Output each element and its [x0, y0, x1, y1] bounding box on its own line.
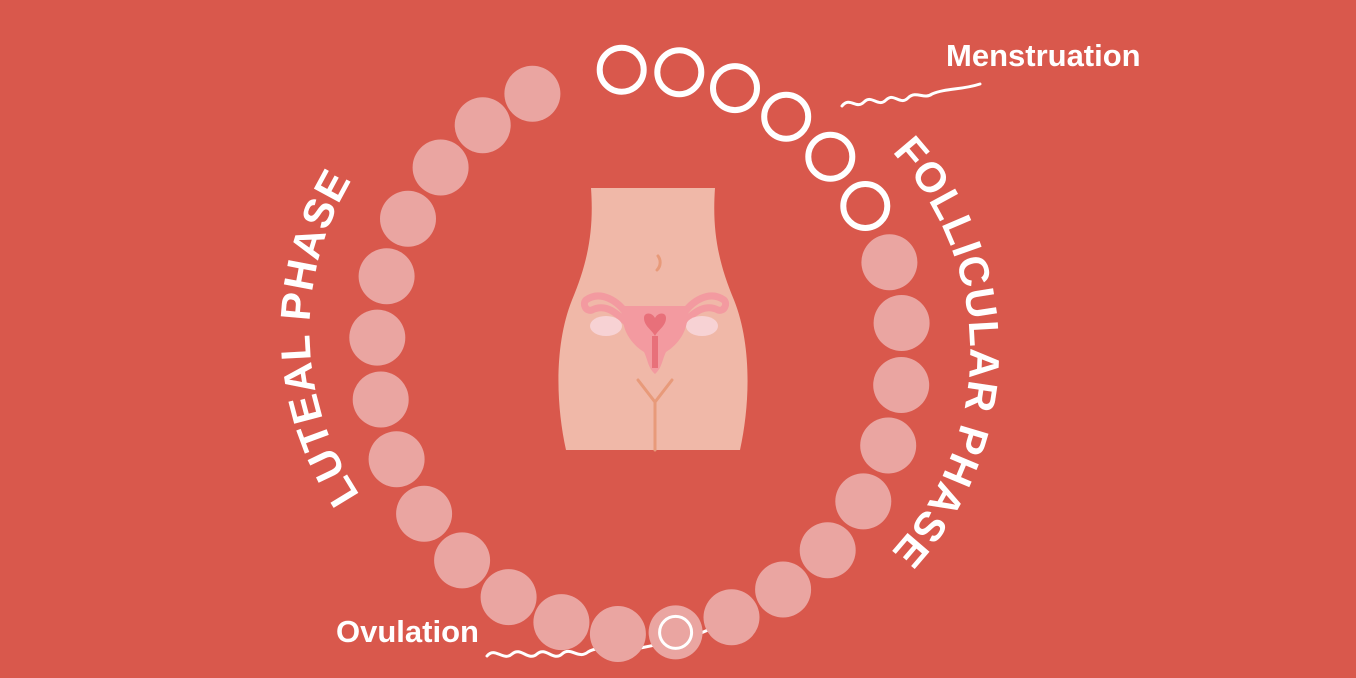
cycle-day-circle — [799, 522, 856, 579]
cycle-day-circle — [589, 606, 646, 662]
follicular-phase-label: FOLLICULAR PHASE — [884, 127, 1009, 578]
cycle-day-circle — [480, 569, 537, 626]
menstruation-day-circle — [654, 47, 705, 98]
menstruation-label: Menstruation — [946, 38, 1141, 73]
cycle-day-circle — [533, 594, 590, 651]
cycle-day-circle — [352, 371, 409, 428]
menstruation-connector-squiggle — [840, 82, 982, 108]
right-ovary-icon — [686, 316, 718, 336]
cycle-day-circle — [358, 248, 415, 305]
ovulation-label: Ovulation — [336, 614, 479, 649]
menstruation-day-circle — [840, 181, 891, 231]
left-ovary-icon — [590, 316, 622, 336]
cycle-day-circle — [454, 97, 511, 154]
cycle-day-circle — [703, 589, 760, 646]
cycle-day-circle — [755, 561, 812, 618]
menstruation-day-circle — [710, 63, 760, 114]
follicular-phase-text: FOLLICULAR PHASE — [884, 127, 1008, 578]
menstruation-day-circle — [596, 44, 647, 95]
cycle-day-circle — [412, 139, 469, 196]
uterus-icon — [580, 292, 730, 374]
cycle-day-circle — [873, 295, 930, 351]
cycle-day-circle — [396, 485, 453, 542]
menstruation-day-circle — [805, 131, 856, 182]
cycle-days — [349, 44, 930, 662]
navel-icon — [655, 254, 662, 272]
groin-line — [636, 378, 674, 452]
ovulation-day-ring — [658, 614, 694, 650]
cycle-day-circle — [434, 532, 491, 589]
cycle-day-circle — [349, 309, 406, 366]
cycle-day-circle — [861, 234, 918, 291]
cycle-day-circle — [860, 417, 917, 474]
cycle-day-circle — [504, 65, 561, 122]
cycle-day-circle — [368, 431, 425, 488]
ovulation-day-circle — [648, 605, 703, 660]
cycle-day-circle — [873, 357, 930, 413]
cycle-day-circle — [835, 473, 892, 530]
cycle-day-circle — [380, 190, 436, 247]
menstruation-day-circle — [761, 91, 812, 142]
